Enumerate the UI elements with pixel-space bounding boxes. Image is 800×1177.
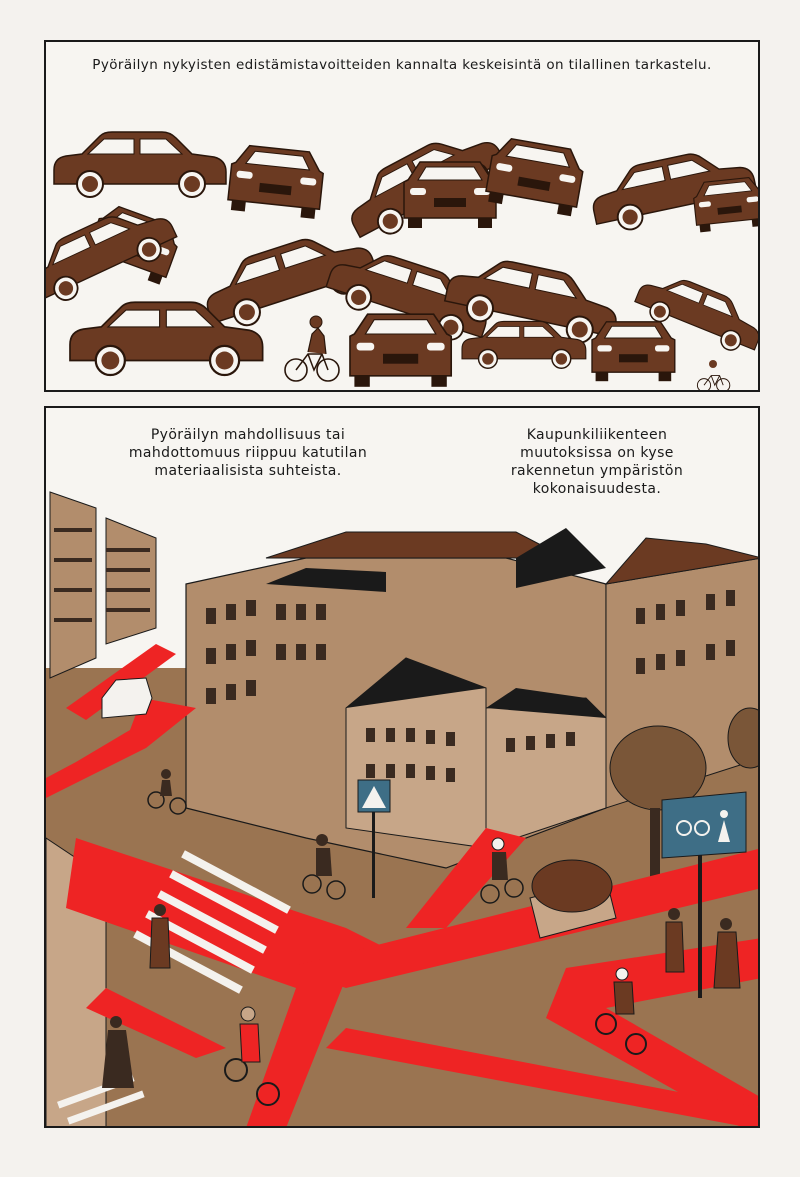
cyclist-icon: [284, 315, 340, 382]
car-icon: [53, 131, 227, 198]
bike-lane-network: [46, 644, 758, 1126]
car-icon: [591, 321, 676, 382]
car-icon: [349, 313, 453, 388]
car-icon: [226, 143, 327, 220]
caption-right: Kaupunkiliikenteen muutoksissa on kyse r…: [510, 427, 684, 497]
panel-car-traffic: Pyöräilyn nykyisten edistämistavoitteide…: [44, 40, 760, 392]
caption-left: Pyöräilyn mahdollisuus tai mahdottomuus …: [128, 427, 368, 479]
crosswalk: [57, 850, 291, 1125]
cyclist-icon: [224, 1006, 280, 1106]
car-icon: [101, 677, 153, 719]
planter: [529, 859, 617, 939]
cyclist-icon: [302, 834, 346, 900]
car-pile-illustration: [46, 116, 758, 390]
city-street-illustration: [46, 488, 758, 1126]
cycle-pedestrian-sign-icon: [661, 791, 747, 998]
tree: [609, 707, 758, 878]
cyclist-icon: [480, 837, 524, 904]
car-icon: [483, 135, 588, 218]
car-icon: [691, 175, 758, 234]
cyclist-icon: [696, 360, 731, 390]
pedestrian-sign-icon: [357, 779, 391, 898]
car-icon: [403, 161, 497, 229]
cyclist-icon: [147, 769, 187, 815]
pedestrian: [102, 904, 741, 1088]
caption-top: Pyöräilyn nykyisten edistämistavoitteide…: [92, 57, 712, 73]
cyclist-icon: [595, 967, 647, 1055]
panel-city-intersection: Pyöräilyn mahdollisuus tai mahdottomuus …: [44, 406, 760, 1128]
